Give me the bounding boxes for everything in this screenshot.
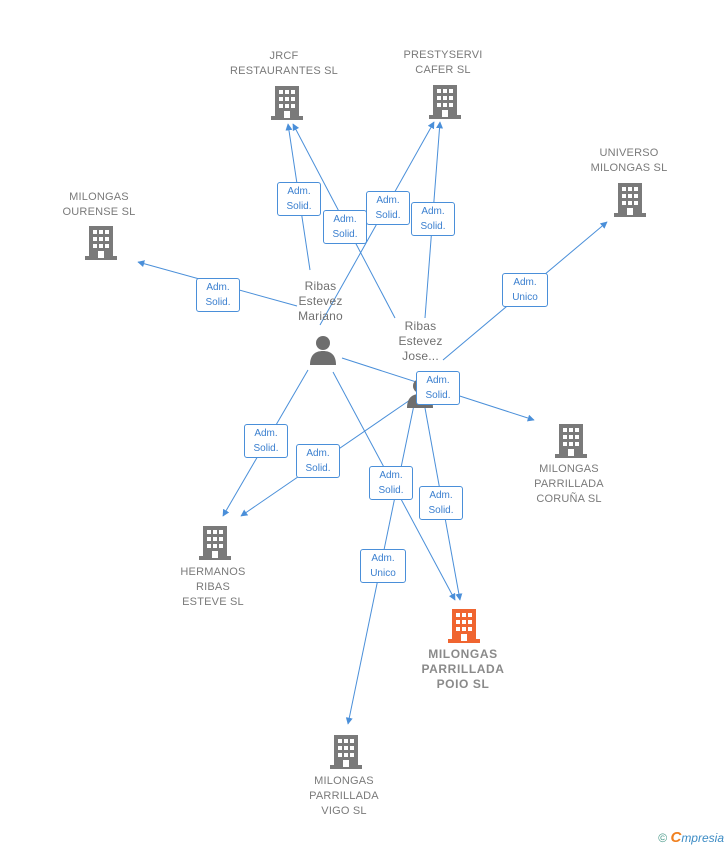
- edge-label-role[interactable]: Adm. Solid.: [323, 210, 367, 244]
- brand-logo-initial: C: [670, 829, 682, 846]
- edge-label-role[interactable]: Adm. Unico: [360, 549, 406, 583]
- edge-label-role[interactable]: Adm. Solid.: [416, 371, 460, 405]
- edge-label-role[interactable]: Adm. Solid.: [296, 444, 340, 478]
- company-label-ourense[interactable]: MILONGAS OURENSE SL: [62, 191, 136, 218]
- building-icon[interactable]: [85, 224, 117, 265]
- company-label-jrcf[interactable]: JRCF RESTAURANTES SL: [230, 50, 338, 77]
- building-icon[interactable]: [271, 84, 303, 125]
- building-icon[interactable]: [330, 733, 362, 774]
- copyright-symbol: ©: [658, 831, 668, 845]
- company-label-vigo[interactable]: MILONGAS PARRILLADA VIGO SL: [309, 775, 379, 817]
- edge-label-role[interactable]: Adm. Solid.: [277, 182, 321, 216]
- brand-footer: © Cmpresia: [658, 829, 724, 846]
- brand-logo-text: mpresia: [681, 831, 724, 845]
- company-label-poio[interactable]: MILONGAS PARRILLADA POIO SL: [421, 647, 505, 691]
- building-icon[interactable]: [555, 422, 587, 463]
- building-icon[interactable]: [614, 181, 646, 222]
- edge-label-role[interactable]: Adm. Solid.: [244, 424, 288, 458]
- building-icon[interactable]: [199, 524, 231, 565]
- edge-label-role[interactable]: Adm. Solid.: [369, 466, 413, 500]
- edge-label-role[interactable]: Adm. Solid.: [419, 486, 463, 520]
- company-label-prestyservi[interactable]: PRESTYSERVI CAFER SL: [403, 49, 483, 76]
- building-icon-highlight[interactable]: [448, 607, 480, 648]
- company-label-hermanos[interactable]: HERMANOS RIBAS ESTEVE SL: [180, 566, 246, 608]
- company-label-coruna[interactable]: MILONGAS PARRILLADA CORUÑA SL: [534, 463, 604, 505]
- edge-label-role[interactable]: Adm. Solid.: [366, 191, 410, 225]
- person-label-jose[interactable]: Ribas Estevez Jose...: [398, 319, 443, 363]
- company-label-universo[interactable]: UNIVERSO MILONGAS SL: [590, 147, 668, 174]
- edge-label-role[interactable]: Adm. Solid.: [196, 278, 240, 312]
- edge-label-role[interactable]: Adm. Unico: [502, 273, 548, 307]
- building-icon[interactable]: [429, 83, 461, 124]
- edge-label-role[interactable]: Adm. Solid.: [411, 202, 455, 236]
- person-label-mariano[interactable]: Ribas Estevez Mariano: [298, 279, 343, 323]
- person-icon[interactable]: [309, 335, 337, 370]
